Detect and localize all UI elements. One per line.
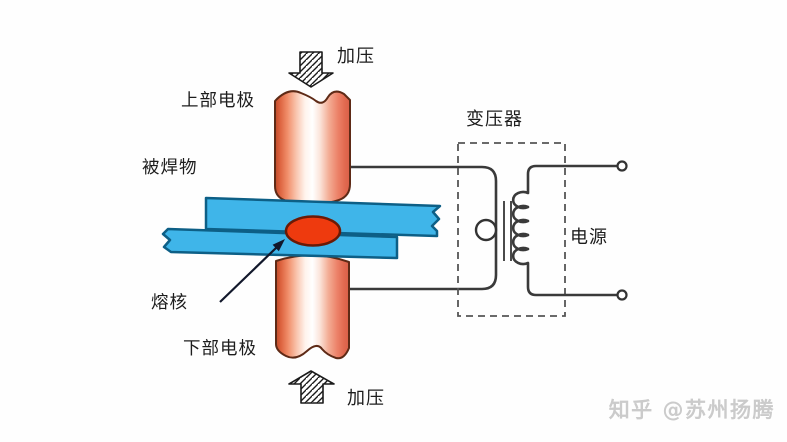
primary-coil-icon (511, 164, 618, 297)
lower-electrode (275, 254, 350, 360)
secondary-turn-icon (474, 218, 498, 242)
power-source-label: 电源 (570, 227, 608, 248)
workpiece-label: 被焊物 (142, 158, 198, 178)
pressure-arrow-down-icon (288, 51, 334, 88)
transformer-core-icon (503, 201, 512, 261)
nugget-label: 熔核 (151, 293, 188, 313)
transformer-label: 变压器 (466, 109, 523, 130)
nugget-pointer-arrow-icon (219, 239, 285, 303)
weld-nugget (284, 215, 342, 247)
upper-electrode-label: 上部电极 (181, 91, 255, 111)
pressure-bottom-label: 加压 (347, 388, 385, 409)
lower-electrode-label: 下部电极 (183, 339, 257, 359)
transformer-dashed-box (457, 142, 566, 317)
zhihu-watermark: 知乎 @苏州扬腾 (608, 398, 775, 422)
power-terminal-top-icon (616, 160, 628, 172)
upper-electrode (274, 90, 351, 205)
pressure-arrow-up-icon (288, 370, 335, 404)
power-terminal-bottom-icon (616, 289, 628, 301)
pressure-top-label: 加压 (337, 46, 375, 67)
